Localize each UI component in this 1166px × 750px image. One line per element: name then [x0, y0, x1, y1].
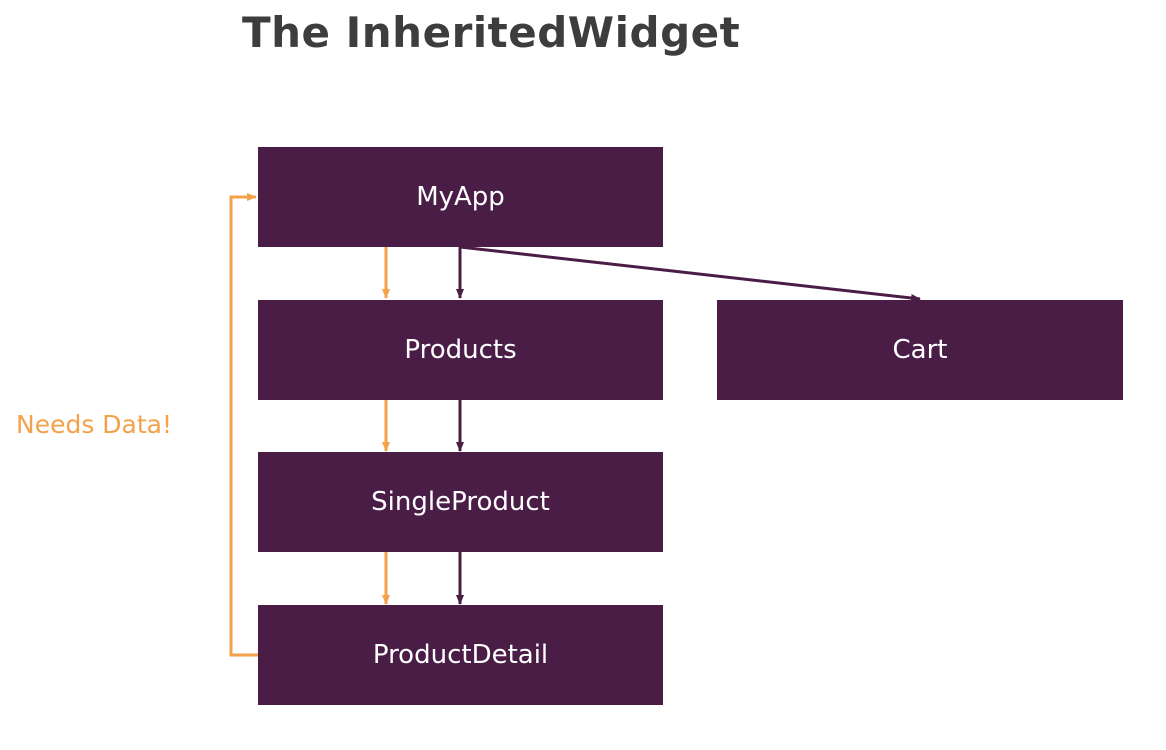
- node-productdetail-label: ProductDetail: [372, 640, 549, 670]
- node-products-label: Products: [404, 335, 517, 365]
- node-productdetail: ProductDetail: [258, 605, 663, 705]
- node-myapp-label: MyApp: [416, 182, 505, 212]
- slide-title: The InheritedWidget: [242, 8, 741, 57]
- node-cart-label: Cart: [892, 335, 948, 365]
- needs-data-label: Needs Data!: [16, 410, 173, 439]
- node-products: Products: [258, 300, 663, 400]
- node-singleproduct: SingleProduct: [258, 452, 663, 552]
- edge-myapp-cart: [459, 245, 921, 302]
- node-singleproduct-label: SingleProduct: [371, 487, 550, 517]
- data-loop-productdetail-myapp: [229, 193, 258, 657]
- node-cart: Cart: [717, 300, 1123, 400]
- node-myapp: MyApp: [258, 147, 663, 247]
